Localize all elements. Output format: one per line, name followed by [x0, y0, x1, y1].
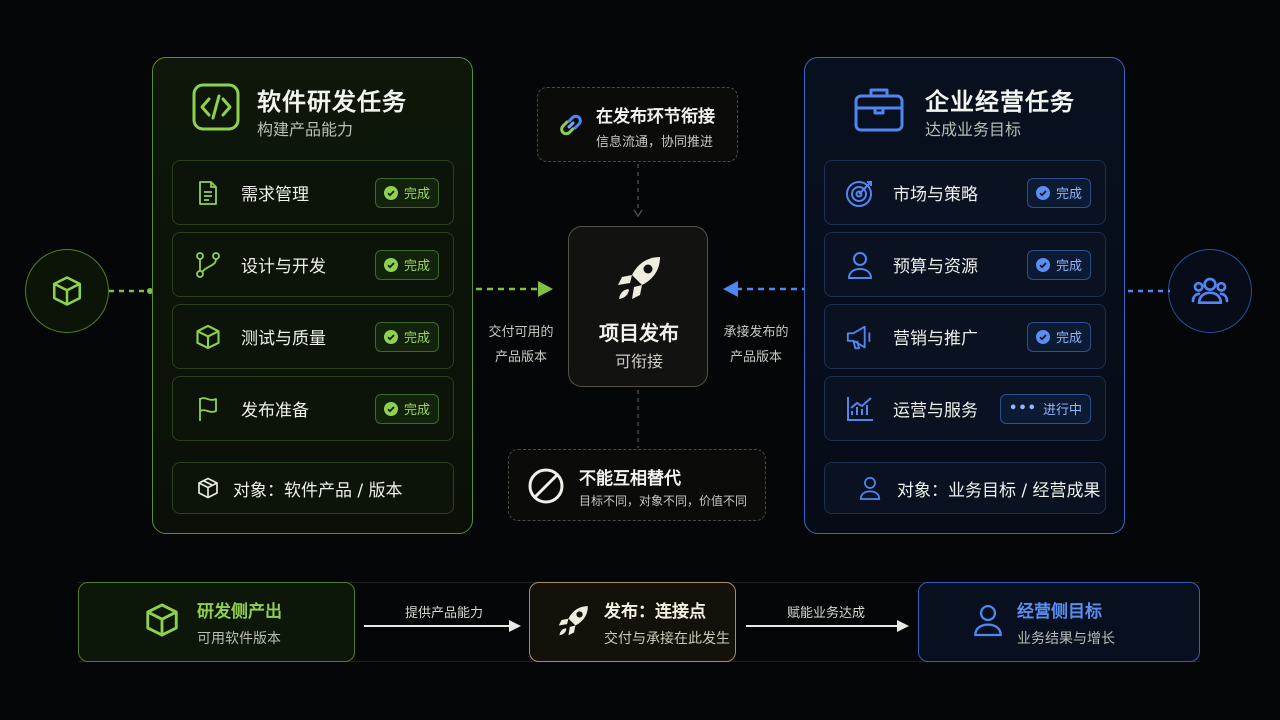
list-item-marketing: 营销与推广 完成 [824, 304, 1106, 369]
business-ops-panel: 企业经营任务 达成业务目标 市场与策略 完成 预算与资源 完成 营销与推广 完成… [804, 57, 1125, 534]
right-users-circle [1168, 249, 1252, 333]
left-arrow-caption: 交付可用的产品版本 [488, 325, 554, 365]
status-badge: 完成 [1026, 321, 1091, 352]
status-badge: •••进行中 [1000, 393, 1091, 424]
check-icon [383, 257, 398, 272]
box-subtitle: 交付与承接在此发生 [604, 630, 730, 647]
release-connect-box: 发布：连接点 交付与承接在此发生 [529, 582, 736, 662]
item-label: 设计与开发 [241, 257, 326, 277]
right-dashed-connector [1128, 289, 1170, 293]
panel-subtitle: 达成业务目标 [925, 120, 1022, 139]
list-item-design-dev: 设计与开发 完成 [172, 232, 454, 297]
item-label: 发布准备 [241, 401, 309, 421]
item-label: 运营与服务 [893, 401, 978, 421]
check-icon [1035, 257, 1050, 272]
flag-icon [193, 394, 223, 424]
prohibited-icon [527, 467, 565, 509]
box-subtitle: 可用软件版本 [197, 630, 281, 647]
card-subtitle: 可衔接 [614, 352, 663, 371]
list-item-testing: 测试与质量 完成 [172, 304, 454, 369]
arrow-label: 赋能业务达成 [786, 606, 865, 621]
handoff-note-box: 在发布环节衔接 信息流通，协同推进 [537, 87, 738, 162]
item-label: 营销与推广 [893, 329, 978, 349]
check-icon [1035, 329, 1050, 344]
package-icon [193, 473, 223, 503]
status-badge: 完成 [374, 249, 439, 280]
status-badge: 完成 [374, 321, 439, 352]
card-title: 项目发布 [599, 321, 679, 345]
arrow-label: 提供产品能力 [404, 606, 483, 621]
top-connector [633, 164, 643, 218]
git-branch-icon [193, 250, 223, 280]
user-icon [845, 250, 875, 280]
software-dev-panel: 软件研发任务 构建产品能力 需求管理 完成 设计与开发 完成 测试与质量 完成 … [152, 57, 473, 534]
panel-subtitle: 构建产品能力 [257, 120, 354, 139]
check-icon [383, 401, 398, 416]
cube-icon [193, 322, 223, 352]
box-title: 研发侧产出 [197, 601, 282, 622]
note-subtitle: 信息流通，协同推进 [596, 135, 714, 150]
right-arrow-caption: 承接发布的产品版本 [723, 325, 789, 365]
bottom-connector [637, 390, 639, 448]
note-subtitle: 目标不同，对象不同，价值不同 [579, 494, 748, 508]
box-title: 发布：连接点 [604, 601, 706, 622]
list-item-operations: 运营与服务 •••进行中 [824, 376, 1106, 441]
status-badge: 完成 [1026, 249, 1091, 280]
target-object-row: 对象：业务目标 / 经营成果 [824, 462, 1106, 514]
item-label: 市场与策略 [893, 185, 978, 205]
check-icon [1035, 185, 1050, 200]
panel-title: 企业经营任务 [925, 88, 1075, 116]
rocket-icon [556, 602, 592, 642]
item-label: 测试与质量 [241, 329, 326, 349]
target-icon [845, 178, 875, 208]
link-icon [556, 110, 586, 144]
list-item-release-prep: 发布准备 完成 [172, 376, 454, 441]
dots-icon: ••• [1009, 401, 1037, 416]
note-title: 不能互相替代 [579, 469, 681, 489]
left-dashed-connector [109, 288, 153, 294]
dev-output-box: 研发侧产出 可用软件版本 [78, 582, 355, 662]
check-icon [383, 185, 398, 200]
cube-icon [143, 601, 181, 643]
megaphone-icon [845, 322, 875, 352]
check-icon [383, 329, 398, 344]
status-badge: 完成 [1026, 177, 1091, 208]
item-label: 需求管理 [241, 185, 309, 205]
box-subtitle: 业务结果与增长 [1017, 630, 1115, 647]
panel-title: 软件研发任务 [257, 88, 407, 116]
user-icon [855, 473, 885, 503]
note-title: 在发布环节衔接 [596, 107, 715, 127]
users-icon [1191, 277, 1229, 304]
document-icon [193, 178, 223, 208]
target-label: 对象：业务目标 / 经营成果 [897, 480, 1101, 501]
list-item-requirements: 需求管理 完成 [172, 160, 454, 225]
briefcase-icon [853, 84, 905, 134]
right-to-center-arrow [723, 281, 804, 297]
item-label: 预算与资源 [893, 257, 978, 277]
status-badge: 完成 [374, 393, 439, 424]
target-object-row: 对象：软件产品 / 版本 [172, 462, 454, 514]
flow-arrow [364, 620, 521, 632]
box-title: 经营侧目标 [1017, 601, 1102, 622]
target-label: 对象：软件产品 / 版本 [233, 480, 403, 501]
status-badge: 完成 [374, 177, 439, 208]
rocket-icon [614, 251, 666, 307]
code-icon [191, 82, 241, 132]
business-goal-box: 经营侧目标 业务结果与增长 [918, 582, 1200, 662]
user-icon [973, 603, 1003, 641]
list-item-market-strategy: 市场与策略 完成 [824, 160, 1106, 225]
not-replaceable-box: 不能互相替代 目标不同，对象不同，价值不同 [508, 449, 766, 521]
chart-icon [845, 394, 875, 424]
left-to-center-arrow [476, 281, 553, 297]
list-item-budget: 预算与资源 完成 [824, 232, 1106, 297]
left-cube-circle [25, 249, 109, 333]
cube-icon [52, 276, 82, 306]
project-release-card: 项目发布 可衔接 [568, 226, 708, 387]
flow-arrow [746, 620, 909, 632]
